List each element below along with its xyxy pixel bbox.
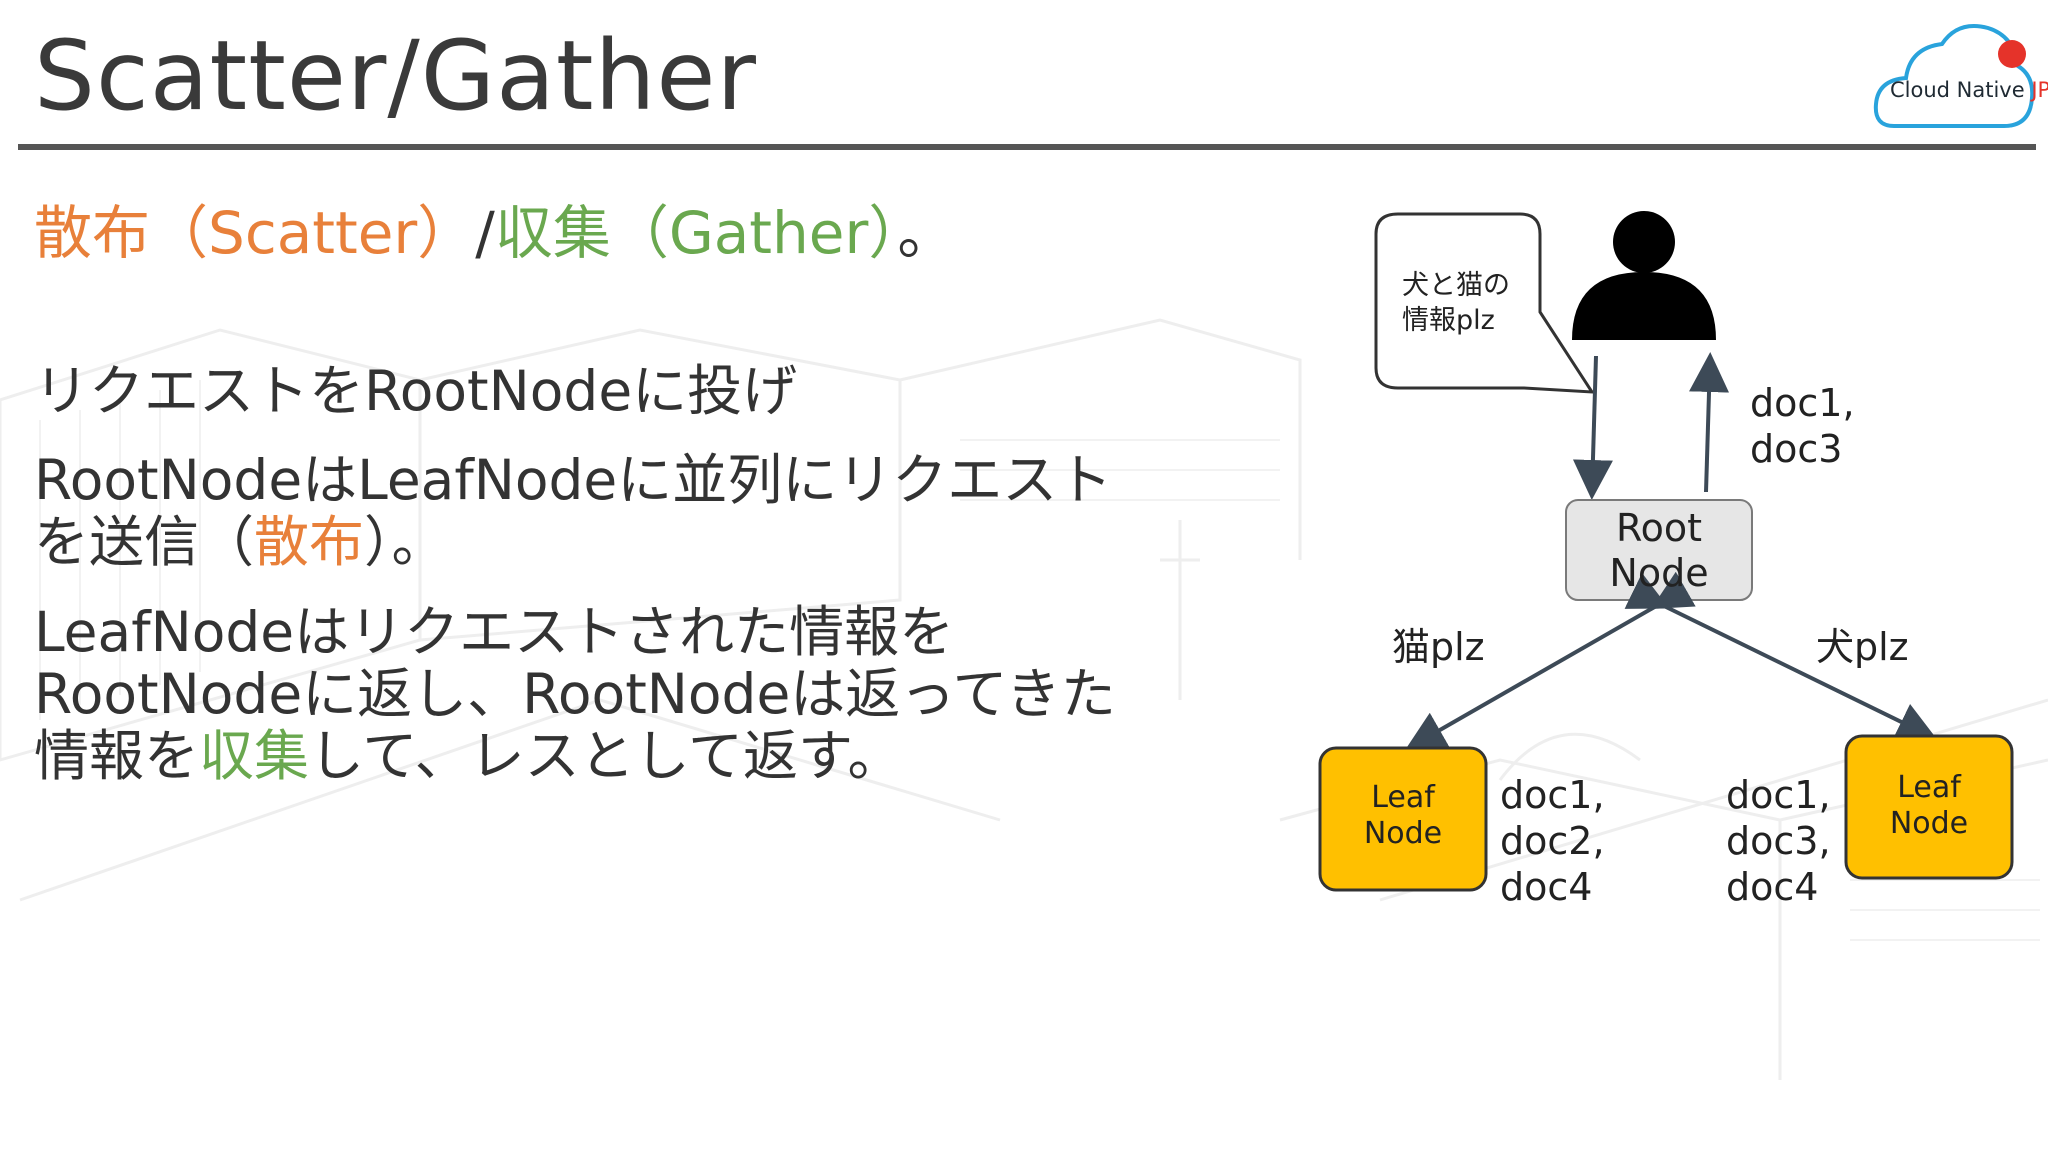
leaf-node-right-label: Leaf Node xyxy=(1846,770,2012,842)
response-docs: doc1, doc3 xyxy=(1750,380,1855,472)
root-node-label: Root Node xyxy=(1566,506,1752,596)
left-leaf-docs: doc1, doc2, doc4 xyxy=(1500,772,1605,910)
right-request-label: 犬plz xyxy=(1816,616,1909,671)
leaf-node-left-label: Leaf Node xyxy=(1320,780,1486,852)
request-arrow xyxy=(1592,356,1596,492)
speech-bubble-text: 犬と猫の 情報plz xyxy=(1402,268,1510,338)
person-icon xyxy=(1572,211,1716,340)
right-leaf-docs: doc1, doc3, doc4 xyxy=(1726,772,1831,910)
left-request-label: 猫plz xyxy=(1392,616,1485,671)
response-arrow xyxy=(1706,360,1710,492)
